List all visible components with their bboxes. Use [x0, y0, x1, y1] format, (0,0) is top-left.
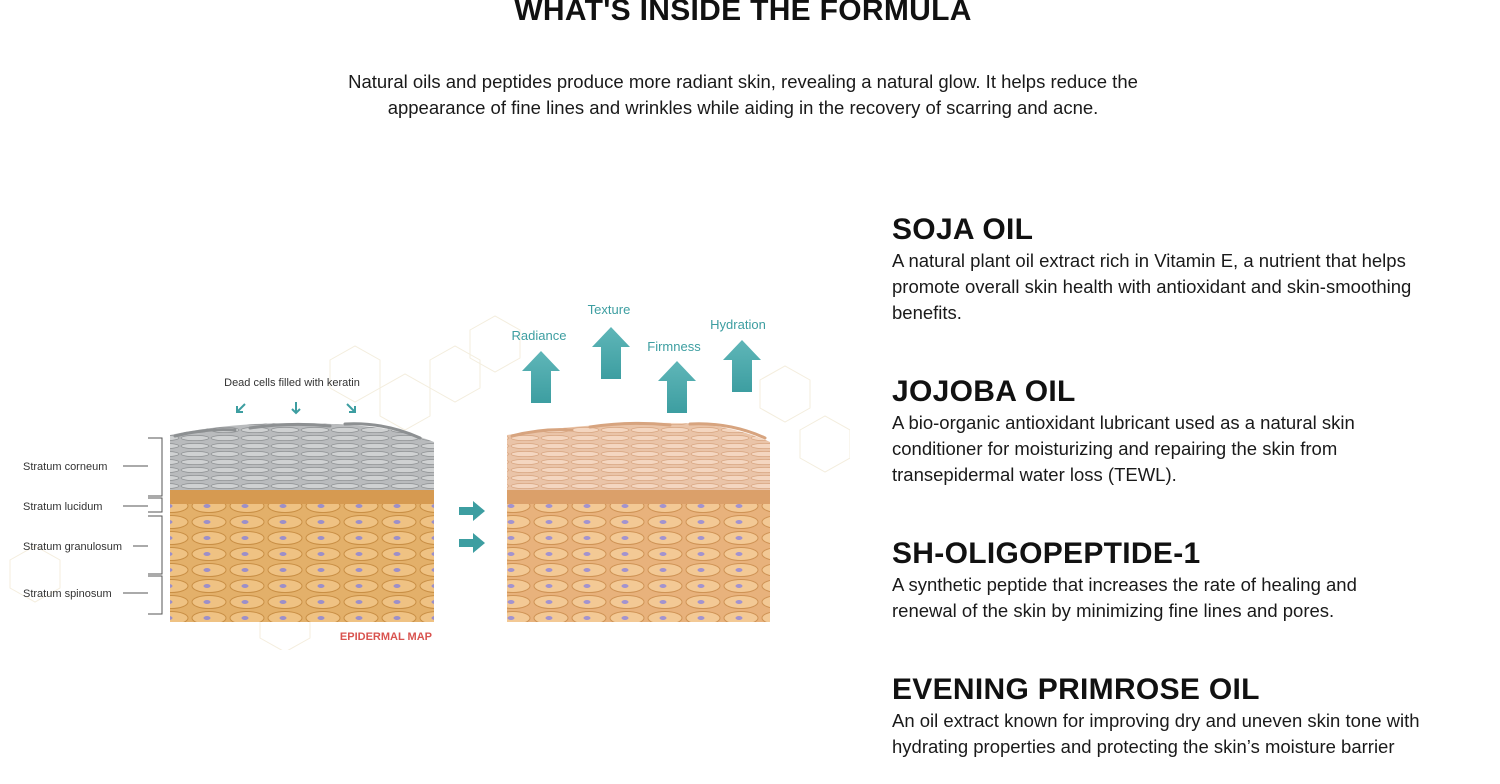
ingredient-sh-oligopeptide-1: SH-OLIGOPEPTIDE-1 A synthetic peptide th…: [892, 536, 1492, 624]
transition-arrows: [459, 501, 485, 553]
ingredient-description: A natural plant oil extract rich in Vita…: [892, 248, 1492, 326]
description-line: renewal of the skin by minimizing fine l…: [892, 600, 1335, 621]
description-line: transepidermal water loss (TEWL).: [892, 464, 1177, 485]
benefit-label-texture: Texture: [588, 302, 631, 317]
epidermal-map-figure: Dead cells filled with keratin Stratum c…: [0, 290, 850, 650]
benefit-arrows: [522, 327, 761, 413]
description-line: A synthetic peptide that increases the r…: [892, 574, 1357, 595]
skin-before-illustration: [170, 422, 434, 622]
ingredient-description: A synthetic peptide that increases the r…: [892, 572, 1492, 624]
description-line: A natural plant oil extract rich in Vita…: [892, 250, 1406, 271]
intro-line-1: Natural oils and peptides produce more r…: [348, 71, 1138, 92]
skin-after-illustration: [507, 421, 770, 622]
ingredient-title: JOJOBA OIL: [892, 375, 1076, 408]
layer-label-lucidum: Stratum lucidum: [23, 501, 102, 513]
description-line: conditioner for moisturizing and repairi…: [892, 438, 1338, 459]
hexagon-pattern: [9, 315, 850, 650]
ingredient-title: SH-OLIGOPEPTIDE-1: [892, 537, 1201, 570]
ingredient-description: An oil extract known for improving dry a…: [892, 708, 1492, 760]
description-line: An oil extract known for improving dry a…: [892, 710, 1420, 731]
ingredient-description: A bio-organic antioxidant lubricant used…: [892, 410, 1492, 488]
ingredient-evening-primrose-oil: EVENING PRIMROSE OIL An oil extract know…: [892, 672, 1492, 760]
intro-line-2: appearance of fine lines and wrinkles wh…: [387, 97, 1099, 118]
ingredient-jojoba-oil: JOJOBA OIL A bio-organic antioxidant lub…: [892, 374, 1492, 488]
description-line: benefits.: [892, 302, 962, 323]
benefit-label-hydration: Hydration: [710, 317, 766, 332]
benefit-label-radiance: Radiance: [512, 328, 567, 343]
layer-label-granulosum: Stratum granulosum: [23, 541, 122, 553]
description-line: A bio-organic antioxidant lubricant used…: [892, 412, 1355, 433]
layer-label-spinosum: Stratum spinosum: [23, 588, 112, 600]
description-line: promote overall skin health with antioxi…: [892, 276, 1412, 297]
figure-caption: EPIDERMAL MAP: [340, 631, 432, 643]
ingredient-soja-oil: SOJA OIL A natural plant oil extract ric…: [892, 212, 1492, 326]
dead-cells-label: Dead cells filled with keratin: [224, 377, 360, 389]
benefit-label-firmness: Firmness: [647, 339, 701, 354]
down-arrows: [236, 402, 356, 415]
intro-text: Natural oils and peptides produce more r…: [270, 69, 1216, 121]
ingredient-title: SOJA OIL: [892, 213, 1034, 246]
layer-brackets: [123, 437, 163, 615]
page-title: WHAT'S INSIDE THE FORMULA: [514, 0, 972, 27]
description-line: hydrating properties and protecting the …: [892, 736, 1395, 757]
ingredient-title: EVENING PRIMROSE OIL: [892, 673, 1260, 706]
layer-label-corneum: Stratum corneum: [23, 461, 107, 473]
